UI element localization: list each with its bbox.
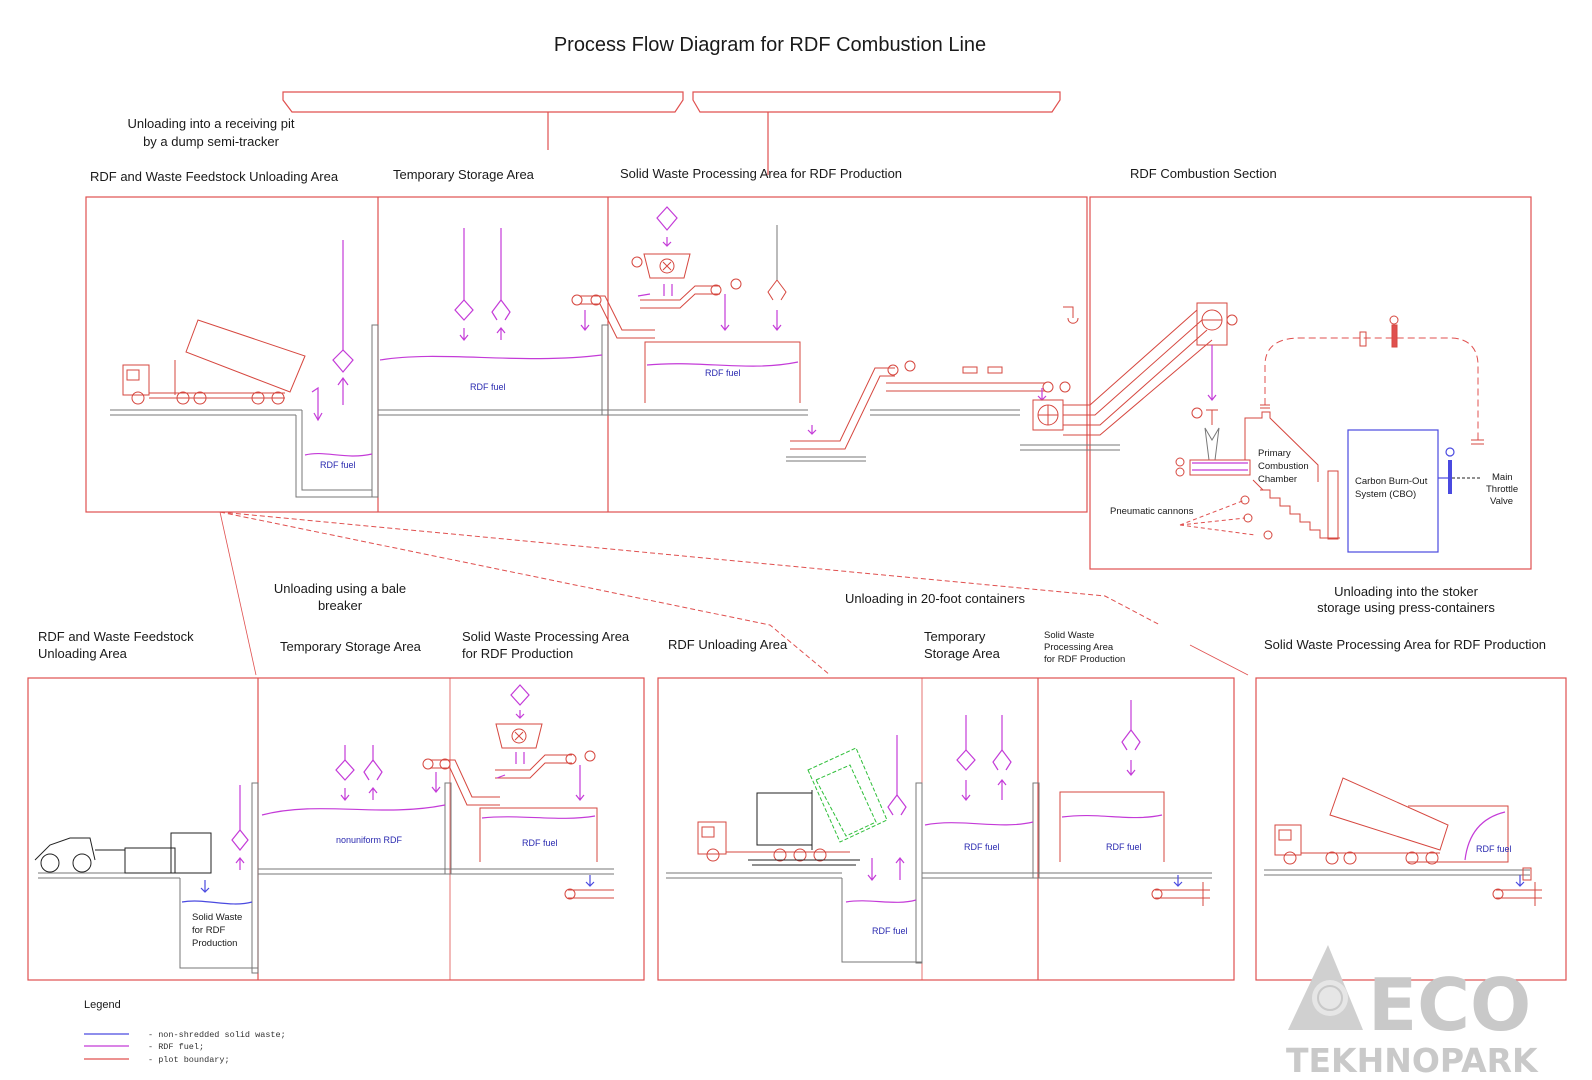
br-section-processing: Solid Waste Processing Area for RDF Prod… bbox=[1264, 637, 1546, 652]
bm-pit-fuel-label: RDF fuel bbox=[872, 926, 908, 936]
shredder-icon bbox=[631, 206, 691, 296]
bm-section-processing-3: for RDF Production bbox=[1044, 654, 1125, 665]
bottom-right-panel: RDF fuel bbox=[1255, 677, 1567, 981]
primary-chamber-line-2: Combustion bbox=[1258, 461, 1309, 472]
bm-section-processing-2: Processing Area bbox=[1044, 642, 1114, 653]
container-truck-icon bbox=[697, 747, 888, 866]
processing-fuel-label: RDF fuel bbox=[705, 368, 741, 378]
watermark-tekhnopark: TEKHNOPARK bbox=[1286, 1041, 1539, 1080]
cbo-line-1: Carbon Burn-Out bbox=[1355, 476, 1428, 487]
bm-processing-fuel-label: RDF fuel bbox=[1106, 842, 1142, 852]
primary-chamber-line-1: Primary bbox=[1258, 448, 1291, 459]
top-temp-storage: RDF fuel bbox=[378, 228, 609, 416]
top-unloading-area: RDF fuel bbox=[110, 240, 379, 498]
top-feed-conveyors bbox=[786, 306, 1079, 462]
section-label-temp-storage: Temporary Storage Area bbox=[393, 167, 535, 182]
legend: Legend - non-shredded solid waste; - RDF… bbox=[84, 999, 286, 1065]
bm-section-unloading: RDF Unloading Area bbox=[668, 637, 788, 652]
dump-truck-icon bbox=[122, 319, 306, 405]
throttle-line-1: Main bbox=[1492, 472, 1513, 483]
top-processing-area: RDF fuel bbox=[571, 206, 808, 416]
primary-chamber-line-3: Chamber bbox=[1258, 474, 1297, 485]
bl-processing-fuel-label: RDF fuel bbox=[522, 838, 558, 848]
bl-storage-label: nonuniform RDF bbox=[336, 835, 403, 845]
bl-section-unloading-2: Unloading Area bbox=[38, 646, 128, 661]
press-note-line-1: Unloading into the stoker bbox=[1334, 584, 1478, 599]
bottom-middle-panel: RDF fuel RDF fuel RDF fuel bbox=[657, 677, 1235, 981]
press-note-line-2: storage using press-containers bbox=[1317, 600, 1495, 615]
section-label-unloading: RDF and Waste Feedstock Unloading Area bbox=[90, 169, 339, 184]
bl-pit-label-2: for RDF bbox=[192, 925, 225, 936]
diagram-title: Process Flow Diagram for RDF Combustion … bbox=[554, 34, 986, 56]
throttle-line-3: Valve bbox=[1490, 496, 1513, 507]
top-plot-boundaries bbox=[85, 196, 1532, 570]
grab-crane-icon bbox=[332, 240, 354, 405]
connector-lines bbox=[219, 511, 1249, 676]
cbo-line-2: System (CBO) bbox=[1355, 489, 1416, 500]
section-label-combustion: RDF Combustion Section bbox=[1130, 166, 1277, 181]
ecotekhnopark-logo: ECO TEKHNOPARK bbox=[1286, 945, 1539, 1080]
bm-section-temp-1: Temporary bbox=[924, 629, 986, 644]
pneumatic-cannons-label: Pneumatic cannons bbox=[1110, 506, 1194, 517]
top-note-line-1: Unloading into a receiving pit bbox=[128, 116, 295, 131]
bl-pit-label-3: Production bbox=[192, 938, 237, 949]
bale-loader-icon bbox=[34, 832, 212, 874]
bl-pit-label-1: Solid Waste bbox=[192, 912, 242, 923]
legend-title: Legend bbox=[84, 999, 121, 1011]
bottom-left-panel: Solid Waste for RDF Production nonunifor… bbox=[27, 677, 645, 981]
bm-section-temp-2: Storage Area bbox=[924, 646, 1001, 661]
section-label-processing: Solid Waste Processing Area for RDF Prod… bbox=[620, 166, 902, 181]
top-combustion-section: Primary Combustion Chamber Carbon Burn-O… bbox=[1020, 302, 1518, 553]
legend-label-boundary: - plot boundary; bbox=[148, 1055, 230, 1065]
legend-label-waste: - non-shredded solid waste; bbox=[148, 1030, 286, 1040]
watermark-eco: ECO bbox=[1368, 963, 1531, 1047]
top-brackets bbox=[282, 91, 1061, 175]
bm-section-processing-1: Solid Waste bbox=[1044, 630, 1094, 641]
pit-fuel-label: RDF fuel bbox=[320, 460, 356, 470]
bm-storage-fuel-label: RDF fuel bbox=[964, 842, 1000, 852]
storage-fuel-label: RDF fuel bbox=[470, 382, 506, 392]
br-fuel-label: RDF fuel bbox=[1476, 844, 1512, 854]
bale-note-line-2: breaker bbox=[318, 598, 363, 613]
bale-note-line-1: Unloading using a bale bbox=[274, 581, 406, 596]
throttle-line-2: Throttle bbox=[1486, 484, 1518, 495]
bl-section-processing-1: Solid Waste Processing Area bbox=[462, 629, 630, 644]
bl-section-temp-storage: Temporary Storage Area bbox=[280, 639, 422, 654]
container-note: Unloading in 20-foot containers bbox=[845, 591, 1025, 606]
press-container-truck-icon: RDF fuel bbox=[1274, 777, 1512, 865]
bl-section-unloading-1: RDF and Waste Feedstock bbox=[38, 629, 194, 644]
bl-section-processing-2: for RDF Production bbox=[462, 646, 573, 661]
top-note-line-2: by a dump semi-tracker bbox=[143, 134, 279, 149]
legend-label-rdf: - RDF fuel; bbox=[148, 1042, 204, 1052]
